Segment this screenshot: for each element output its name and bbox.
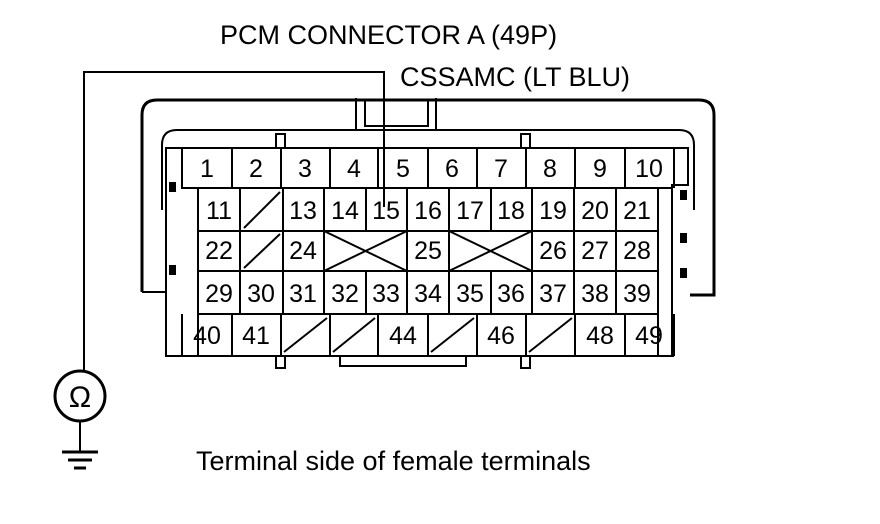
terminal-40: 40: [193, 322, 221, 350]
terminal-2: 2: [249, 155, 263, 183]
terminal-32: 32: [331, 280, 359, 308]
terminal-25: 25: [414, 237, 442, 265]
terminal-row-2: 11 13 14 15 16 17 18 19 20 21: [197, 188, 659, 356]
terminal-17: 17: [456, 197, 484, 225]
blank-cavity: [332, 317, 376, 353]
ohmmeter-icon: Ω: [53, 369, 107, 452]
side-mark: [169, 182, 176, 192]
blank-cavity-x: [448, 230, 533, 272]
terminal-48: 48: [586, 322, 614, 350]
terminal-39: 39: [623, 280, 651, 308]
side-mark: [680, 190, 687, 200]
connector-key: [275, 133, 286, 149]
terminal-row-1: 1 2 3 4 5 6 7 8 9 10: [181, 148, 675, 189]
blank-cavity: [283, 317, 328, 353]
terminal-row-4: 29 30 31 32 33 34 35 36 37 38 39: [198, 271, 658, 315]
terminal-49: 49: [635, 322, 663, 350]
meter-symbol: Ω: [69, 381, 91, 414]
connector-housing-inner: [142, 129, 695, 293]
wire-label: CSSAMC (LT BLU): [400, 62, 630, 92]
terminal-8: 8: [543, 155, 557, 183]
terminal-36: 36: [497, 280, 525, 308]
connector-bottom-tab: [339, 356, 467, 367]
terminal-22: 22: [205, 237, 233, 265]
terminal-35: 35: [456, 280, 484, 308]
side-mark: [680, 233, 687, 243]
terminal-18: 18: [497, 197, 525, 225]
terminal-44: 44: [389, 322, 417, 350]
terminal-19: 19: [539, 197, 567, 225]
diagram-caption: Terminal side of female terminals: [196, 446, 591, 476]
terminal-33: 33: [372, 280, 400, 308]
terminal-6: 6: [445, 155, 459, 183]
connector-title: PCM CONNECTOR A (49P): [220, 20, 557, 50]
terminal-15: 15: [372, 197, 400, 225]
connector-face: [165, 147, 689, 357]
blank-cavity-x: [323, 230, 408, 272]
terminal-29: 29: [205, 280, 233, 308]
terminal-41: 41: [242, 322, 270, 350]
terminal-row-3: 22 24 25 26 27 28: [197, 230, 658, 356]
terminal-1: 1: [200, 155, 214, 183]
blank-cavity: [528, 317, 573, 353]
terminal-46: 46: [487, 322, 515, 350]
terminal-38: 38: [581, 280, 609, 308]
terminal-27: 27: [581, 237, 609, 265]
terminal-37: 37: [539, 280, 567, 308]
terminal-4: 4: [347, 155, 361, 183]
terminal-14: 14: [331, 197, 359, 225]
terminal-13: 13: [289, 197, 317, 225]
side-mark: [680, 268, 687, 278]
probe-wire: [83, 71, 385, 372]
connector-key: [275, 355, 286, 369]
connector-housing: [140, 98, 716, 297]
terminal-11: 11: [206, 197, 232, 225]
terminal-10: 10: [635, 155, 663, 183]
terminal-7: 7: [494, 155, 508, 183]
terminal-row-5: 40 41 44 46 48 49: [181, 314, 675, 357]
terminal-21: 21: [623, 197, 651, 225]
terminal-28: 28: [623, 237, 651, 265]
terminal-24: 24: [289, 237, 317, 265]
terminal-3: 3: [298, 155, 312, 183]
terminal-30: 30: [247, 280, 275, 308]
terminal-26: 26: [539, 237, 567, 265]
connector-key: [520, 355, 531, 369]
terminal-31: 31: [289, 280, 317, 308]
side-mark: [169, 265, 176, 275]
connector-latch: [355, 98, 437, 130]
terminal-34: 34: [414, 280, 442, 308]
terminal-20: 20: [581, 197, 609, 225]
ground-icon: [62, 450, 98, 470]
terminal-9: 9: [593, 155, 607, 183]
terminal-5: 5: [396, 155, 410, 183]
blank-cavity: [243, 191, 281, 229]
blank-cavity: [430, 317, 475, 353]
connector-key: [520, 133, 531, 149]
blank-cavity: [243, 233, 281, 269]
terminal-16: 16: [414, 197, 442, 225]
